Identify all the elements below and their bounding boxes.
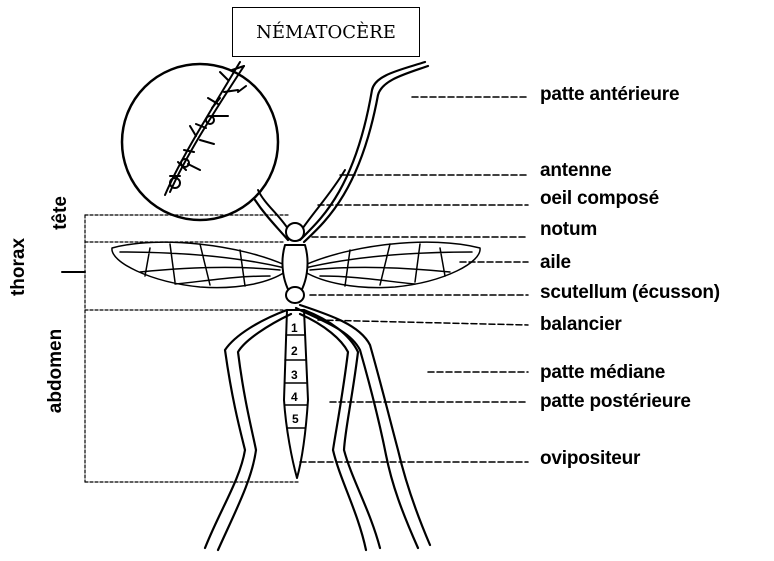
antennae	[258, 170, 345, 232]
abdomen-segment-4: 4	[291, 390, 298, 404]
abdomen-segment-1: 1	[291, 321, 298, 335]
label-abdomen: abdomen	[45, 329, 67, 413]
label-oeil-compose: oeil composé	[540, 188, 659, 210]
label-aile: aile	[540, 252, 571, 274]
leader-lines	[300, 97, 528, 462]
body-region-brackets	[62, 215, 300, 482]
label-ovipositeur: ovipositeur	[540, 448, 640, 470]
label-patte-mediane: patte médiane	[540, 362, 665, 384]
abdomen-segment-3: 3	[291, 368, 298, 382]
label-balancier: balancier	[540, 314, 622, 336]
label-patte-posterieure: patte postérieure	[540, 391, 691, 413]
label-thorax: thorax	[8, 238, 30, 296]
abdomen-segment-5: 5	[292, 412, 299, 426]
abdomen-segment-2: 2	[291, 344, 298, 358]
legs	[205, 305, 430, 550]
label-antenne: antenne	[540, 160, 611, 182]
label-tete: tête	[50, 196, 72, 230]
label-scutellum: scutellum (écusson)	[540, 282, 720, 304]
antenna-detail	[165, 62, 246, 195]
diagram-title: NÉMATOCÈRE	[232, 7, 420, 57]
magnifier-circle	[122, 62, 278, 220]
label-patte-anterieure: patte antérieure	[540, 84, 679, 106]
label-notum: notum	[540, 219, 597, 241]
